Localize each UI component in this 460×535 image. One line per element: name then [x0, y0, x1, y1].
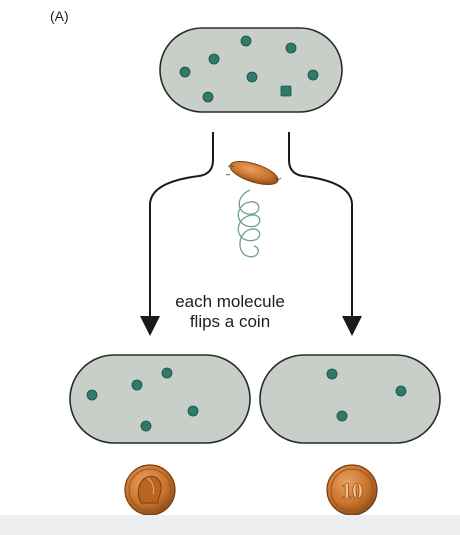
molecule [308, 70, 318, 80]
molecule [188, 406, 198, 416]
caption-line-1: each molecule [150, 292, 310, 312]
left-daughter-cell [70, 355, 250, 443]
molecule [132, 380, 142, 390]
heads-coin-icon [125, 465, 175, 515]
caption-line-2: flips a coin [150, 312, 310, 332]
molecule [141, 421, 151, 431]
molecule [203, 92, 213, 102]
tails-coin-icon: 10 [327, 465, 377, 515]
molecule [337, 411, 347, 421]
flipping-coin-icon [226, 157, 281, 190]
molecule [396, 386, 406, 396]
footer-band [0, 515, 460, 535]
molecule [247, 72, 257, 82]
molecule [162, 368, 172, 378]
molecule [327, 369, 337, 379]
molecule [87, 390, 97, 400]
coin-spin-trail [238, 190, 260, 257]
molecule [180, 67, 190, 77]
coin-value: 10 [341, 478, 363, 503]
molecule [281, 86, 291, 96]
caption: each molecule flips a coin [150, 292, 310, 332]
molecule [286, 43, 296, 53]
right-daughter-cell [260, 355, 440, 443]
molecule [209, 54, 219, 64]
molecule [241, 36, 251, 46]
